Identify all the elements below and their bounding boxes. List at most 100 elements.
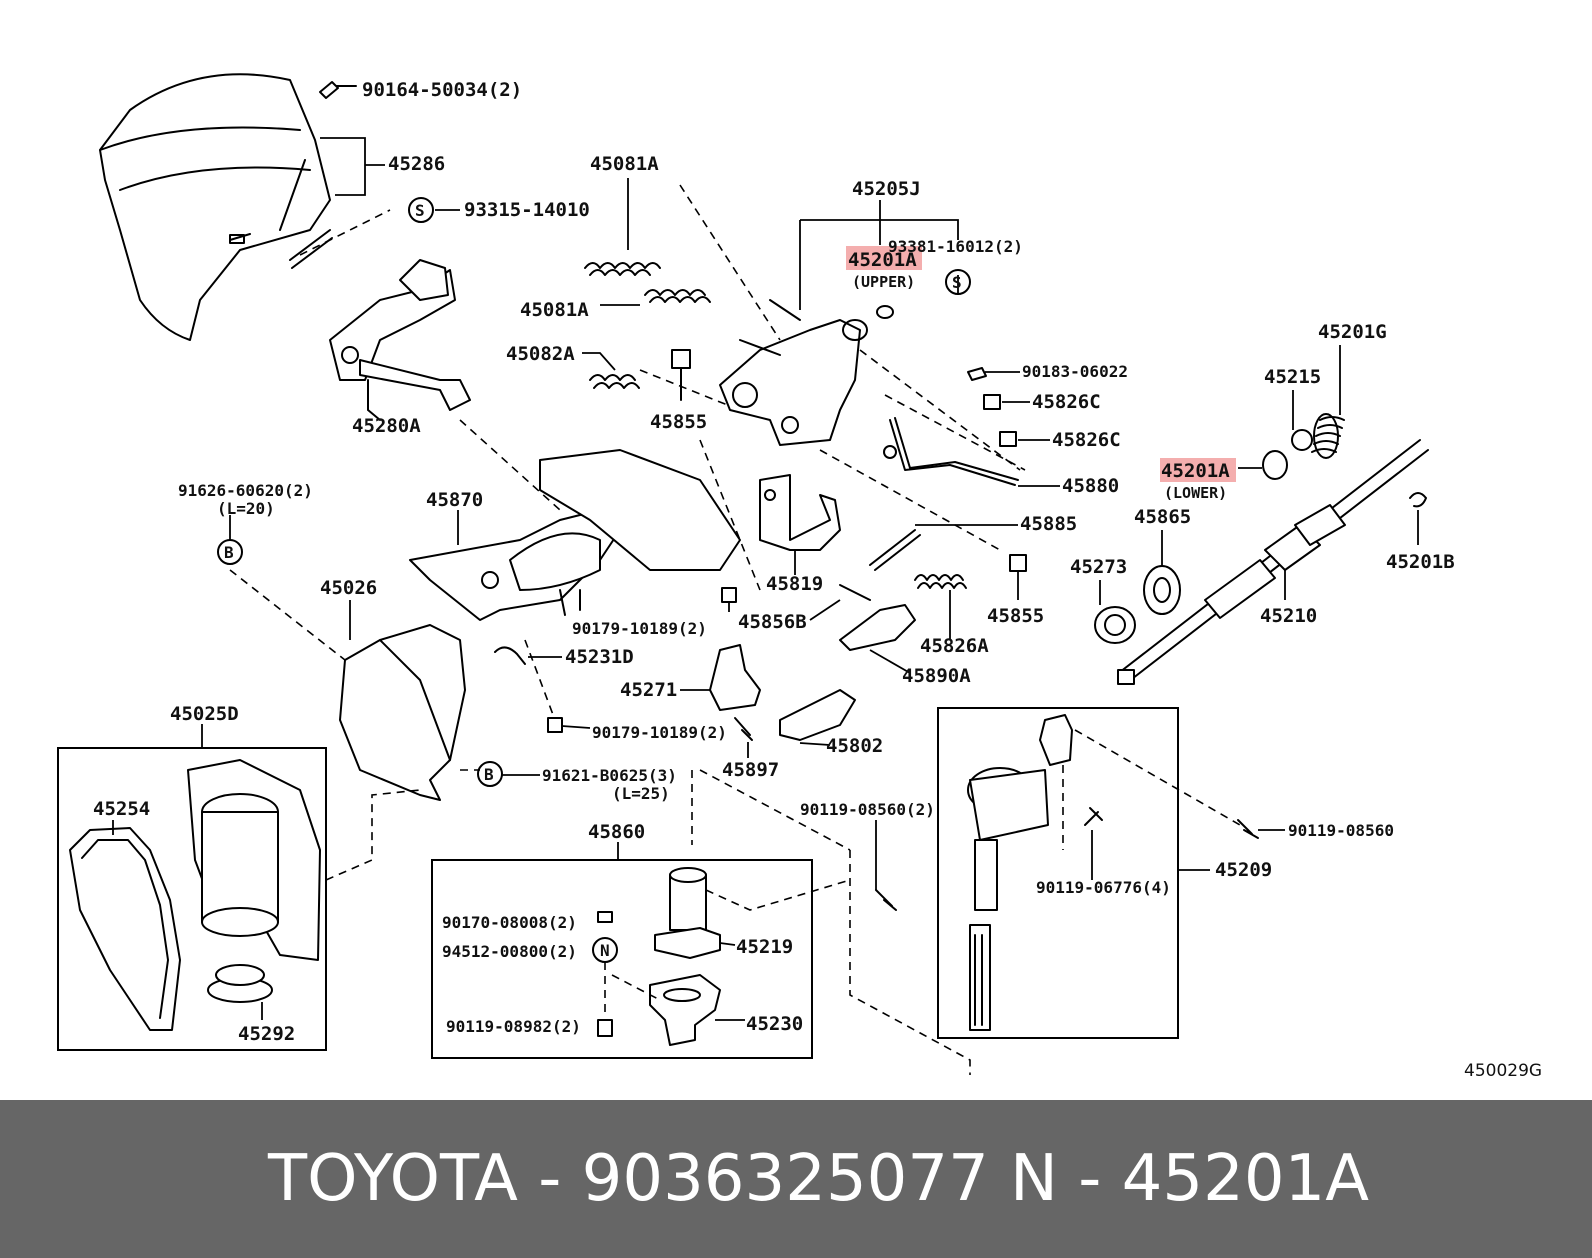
spring-45082a bbox=[589, 374, 640, 389]
label-45231d: 45231D bbox=[565, 646, 634, 668]
label-45210: 45210 bbox=[1260, 605, 1317, 627]
nut-90170 bbox=[597, 911, 613, 923]
bracket-45271 bbox=[709, 644, 761, 711]
label-90119-08560-a: 90119-08560(2) bbox=[800, 800, 935, 819]
label-45286: 45286 bbox=[388, 153, 445, 175]
label-45215: 45215 bbox=[1264, 366, 1321, 388]
lever-45890a bbox=[839, 604, 916, 651]
label-93381: 93381-16012(2) bbox=[888, 237, 1023, 256]
box-45025d bbox=[57, 747, 327, 1051]
bearing-45273 bbox=[1094, 606, 1136, 644]
bolt-90119-08982 bbox=[597, 1019, 613, 1037]
label-91621: 91621-B0625(3) bbox=[542, 766, 677, 785]
footer-part-reference: N - 45201A bbox=[1010, 1142, 1370, 1216]
tilt-bracket-part bbox=[329, 259, 471, 421]
label-45209: 45209 bbox=[1215, 859, 1272, 881]
label-90119-08560-b: 90119-08560 bbox=[1288, 821, 1394, 840]
label-45205j: 45205J bbox=[852, 178, 921, 200]
label-lower-note: (LOWER) bbox=[1164, 484, 1227, 502]
label-s-symbol-2: S bbox=[952, 273, 962, 292]
bolt-45897 bbox=[734, 717, 753, 741]
label-45885: 45885 bbox=[1020, 513, 1077, 535]
label-upper-note: (UPPER) bbox=[852, 273, 915, 291]
label-45230: 45230 bbox=[746, 1013, 803, 1035]
spring-45081a-2 bbox=[644, 289, 711, 303]
label-90183: 90183-06022 bbox=[1022, 362, 1128, 381]
b-symbol-circle-1 bbox=[217, 539, 243, 565]
label-90179-1: 90179-10189(2) bbox=[572, 619, 707, 638]
nut-45855-1 bbox=[671, 349, 691, 401]
label-45081a-1: 45081A bbox=[590, 153, 659, 175]
spring-45826a bbox=[914, 574, 967, 589]
label-n-symbol: N bbox=[600, 941, 610, 960]
label-93315: 93315-14010 bbox=[464, 199, 590, 221]
label-45856b: 45856B bbox=[738, 611, 807, 633]
label-45201b: 45201B bbox=[1386, 551, 1455, 573]
seal-45292 bbox=[207, 964, 273, 1003]
bracket-45819 bbox=[759, 474, 841, 551]
boot-45025d bbox=[187, 759, 321, 961]
nut-90179-1 bbox=[721, 587, 737, 603]
bolt-90119-08560-b bbox=[1237, 819, 1259, 839]
boot-45254 bbox=[69, 827, 181, 1031]
label-45870: 45870 bbox=[426, 489, 483, 511]
label-45826c-2: 45826C bbox=[1052, 429, 1121, 451]
bracket-45802 bbox=[779, 689, 856, 741]
footer-bar: TOYOTA - 9036325077 N - 45201A bbox=[0, 1100, 1592, 1258]
box-45209 bbox=[937, 707, 1179, 1039]
label-45219: 45219 bbox=[736, 936, 793, 958]
bracket-45230 bbox=[649, 974, 721, 1046]
column-bracket-part bbox=[409, 449, 741, 621]
label-45025d: 45025D bbox=[170, 703, 239, 725]
nut-45826c-1 bbox=[983, 394, 1001, 410]
label-91621-length: (L=25) bbox=[612, 784, 670, 803]
b-symbol-circle-2 bbox=[477, 761, 503, 787]
label-45860: 45860 bbox=[588, 821, 645, 843]
label-b-symbol-2: B bbox=[484, 765, 494, 784]
s-symbol-circle-1 bbox=[408, 197, 434, 223]
label-45865: 45865 bbox=[1134, 506, 1191, 528]
clip-45231d bbox=[494, 646, 526, 665]
label-90179-2: 90179-10189(2) bbox=[592, 723, 727, 742]
footer-brand-partnumber: TOYOTA - 9036325077 bbox=[268, 1142, 989, 1216]
label-45026: 45026 bbox=[320, 577, 377, 599]
label-45855-2: 45855 bbox=[987, 605, 1044, 627]
label-45201a-upper: 45201A bbox=[848, 249, 917, 271]
label-45880: 45880 bbox=[1062, 475, 1119, 497]
diagram-code: 450029G bbox=[1464, 1061, 1542, 1081]
s-symbol-circle-2 bbox=[945, 269, 971, 295]
label-45292: 45292 bbox=[238, 1023, 295, 1045]
lower-cover-45026 bbox=[339, 624, 466, 801]
label-b-symbol-1: B bbox=[224, 543, 234, 562]
label-45855-1: 45855 bbox=[650, 411, 707, 433]
label-90170: 90170-08008(2) bbox=[442, 913, 577, 932]
label-94512: 94512-00800(2) bbox=[442, 942, 577, 961]
label-45802: 45802 bbox=[826, 735, 883, 757]
label-45081a-2: 45081A bbox=[520, 299, 589, 321]
lever-45880 bbox=[883, 417, 1019, 486]
nut-45826c-2 bbox=[999, 431, 1017, 447]
pin-45856b bbox=[839, 584, 871, 601]
label-45826a: 45826A bbox=[920, 635, 989, 657]
nut-45855-2 bbox=[1009, 554, 1027, 572]
intermediate-shaft-45209 bbox=[967, 714, 1073, 1031]
bushing-45865 bbox=[1143, 565, 1181, 615]
highlight-lower bbox=[1160, 458, 1236, 482]
label-91626: 91626-60620(2) bbox=[178, 481, 313, 500]
column-shaft-45210 bbox=[1117, 439, 1429, 685]
washer-45215 bbox=[1291, 429, 1313, 451]
bushing-lower bbox=[1262, 450, 1288, 480]
label-45897: 45897 bbox=[722, 759, 779, 781]
column-support-part bbox=[719, 299, 868, 446]
label-45082a: 45082A bbox=[506, 343, 575, 365]
column-cover-part bbox=[99, 73, 333, 341]
actuator-45219 bbox=[654, 867, 721, 959]
label-90119-06776: 90119-06776(4) bbox=[1036, 878, 1171, 897]
pin-45885 bbox=[869, 529, 916, 566]
spring-45081a-1 bbox=[584, 262, 661, 276]
bolt-90119-08560-a bbox=[875, 889, 897, 911]
clip-90183 bbox=[967, 367, 987, 381]
label-45273: 45273 bbox=[1070, 556, 1127, 578]
bushing-upper bbox=[876, 305, 894, 319]
label-45201g: 45201G bbox=[1318, 321, 1387, 343]
